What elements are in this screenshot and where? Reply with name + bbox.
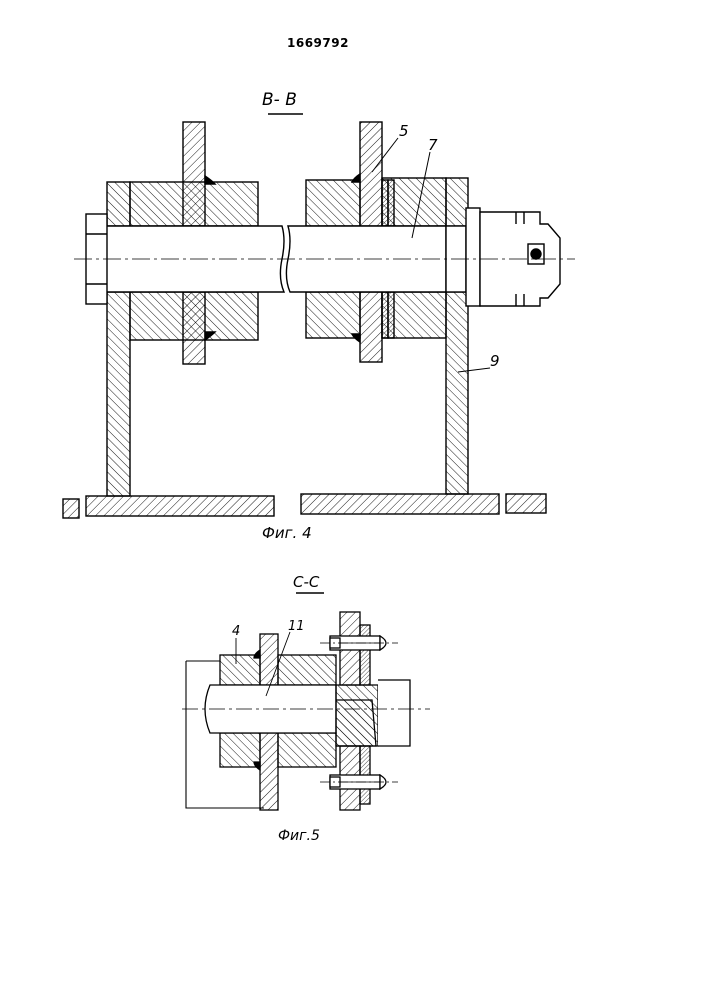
caption-fig5: Фиг.5 [278,828,320,844]
base-plate-far-right [506,494,546,513]
callout-7: 7 [428,136,438,154]
section-label-fig4: В- В [262,90,297,110]
callout-5: 5 [399,122,409,140]
left-support-leg [107,292,130,496]
fig4-drawing [63,114,575,518]
section-label-fig5: С-С [293,573,319,591]
right-hub-upper [306,180,360,226]
disc-plate-5-lower [360,292,382,362]
key-bolt [531,249,541,259]
coupling-flange [466,208,480,306]
left-disc-plate-lower [183,292,205,364]
callout-4: 4 [232,624,240,639]
base-plate-far-left [63,499,79,518]
left-disc-plate-upper [183,122,205,226]
callout-9: 9 [490,352,500,370]
base-plate-left [86,496,274,516]
disc-plate-5-upper [360,122,382,226]
plate-fig5-lower [260,733,278,810]
patent-number: 1669792 [287,36,349,50]
hub-4-upper [220,655,260,685]
right-support-9 [446,292,468,494]
base-plate-right [301,494,499,514]
fig5-drawing [182,593,430,810]
shaft-extension [378,680,410,746]
caption-fig4: Фиг. 4 [262,524,312,542]
callout-11: 11 [288,619,305,634]
right-hub-lower [306,292,360,338]
plate-fig5-upper [260,634,278,685]
